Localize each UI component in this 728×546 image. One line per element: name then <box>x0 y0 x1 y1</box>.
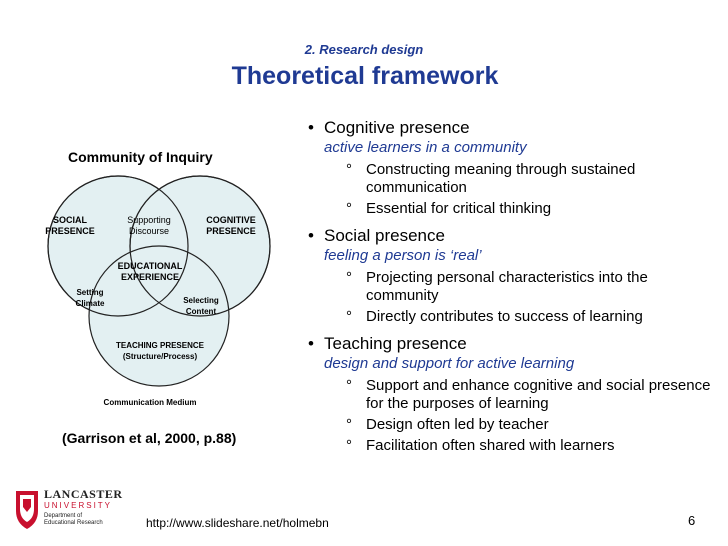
cognitive-circle-outline <box>129 175 271 317</box>
sub-bullet-icon: ° <box>346 200 352 217</box>
bullet-subtitle: active learners in a community <box>324 139 527 156</box>
slide-title: Theoretical framework <box>231 62 499 90</box>
label-teaching: TEACHING PRESENCE (Structure/Process) <box>115 341 204 361</box>
social-circle-outline <box>47 175 189 317</box>
slide-subtitle: 2. Research design <box>304 42 424 57</box>
label-supporting: Supporting Discourse <box>127 215 171 236</box>
bullet-main: •Cognitive presence <box>308 118 470 137</box>
sub-bullet: °Constructing meaning through sustained … <box>346 161 636 196</box>
logo-dept: Department of Educational Research <box>44 513 103 526</box>
bullet-icon: • <box>308 226 314 245</box>
page-number: 6 <box>688 513 696 528</box>
venn-svg <box>47 175 271 387</box>
label-social: SOCIAL PRESENCE <box>45 215 95 236</box>
sub-bullet: °Facilitation often shared with learners <box>346 437 615 454</box>
sub-bullet: °Projecting personal characteristics int… <box>346 269 648 304</box>
bullet-icon: • <box>308 334 314 353</box>
source-url[interactable]: http://www.slideshare.net/holmebn <box>146 516 329 530</box>
label-setting: Setting Climate <box>75 288 105 308</box>
diagram-title: Community of Inquiry <box>68 149 213 165</box>
citation: (Garrison et al, 2000, p.88) <box>62 430 237 446</box>
bullet-list: •Cognitive presence active learners in a… <box>306 118 716 463</box>
sub-bullet-icon: ° <box>346 269 352 286</box>
sub-bullet-icon: ° <box>346 308 352 325</box>
teaching-circle <box>88 245 230 387</box>
label-educational: EDUCATIONAL EXPERIENCE <box>117 261 183 282</box>
sub-bullet: °Directly contributes to success of lear… <box>346 308 643 325</box>
sub-bullet: °Support and enhance cognitive and socia… <box>346 377 711 412</box>
label-cognitive: COGNITIVE PRESENCE <box>206 215 256 236</box>
logo-crest-icon <box>16 491 38 529</box>
bullet-main: •Social presence <box>308 226 445 245</box>
sub-bullet-icon: ° <box>346 416 352 433</box>
sub-bullet: °Design often led by teacher <box>346 416 549 433</box>
bullet-main: •Teaching presence <box>308 334 467 353</box>
university-logo: LANCASTER UNIVERSITY Department of Educa… <box>14 485 134 535</box>
sub-bullet: °Essential for critical thinking <box>346 200 552 217</box>
logo-sub: UNIVERSITY <box>44 501 113 510</box>
label-selecting: Selecting Content <box>183 296 219 316</box>
label-medium: Communication Medium <box>103 398 197 407</box>
bullet-group-cognitive: •Cognitive presence active learners in a… <box>306 118 716 218</box>
bullet-icon: • <box>308 118 314 137</box>
sub-bullet-icon: ° <box>346 377 352 394</box>
bullet-group-social: •Social presence feeling a person is ‘re… <box>306 226 716 326</box>
venn-diagram: SOCIAL PRESENCE Supporting Discourse COG… <box>40 168 280 418</box>
sub-bullet-icon: ° <box>346 437 352 454</box>
sub-bullet-icon: ° <box>346 161 352 178</box>
bullet-group-teaching: •Teaching presence design and support fo… <box>306 334 716 455</box>
bullet-subtitle: design and support for active learning <box>324 355 575 372</box>
bullet-subtitle: feeling a person is ‘real’ <box>324 247 482 264</box>
logo-name: LANCASTER <box>44 487 123 501</box>
